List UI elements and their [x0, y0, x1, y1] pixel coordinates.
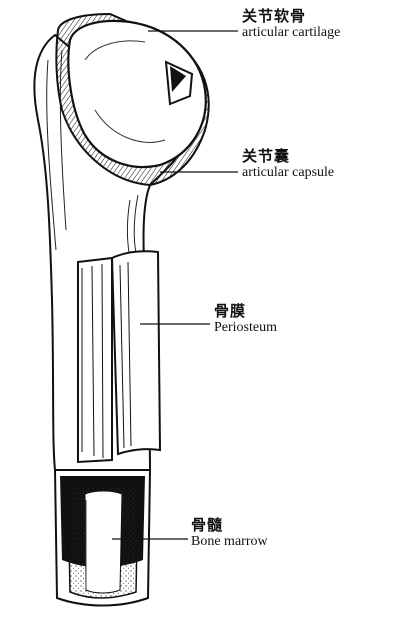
label-articular-capsule: 关节囊 articular capsule — [242, 148, 334, 181]
label-bone-marrow-zh: 骨髓 — [191, 517, 268, 534]
label-periosteum: 骨膜 Periosteum — [214, 303, 277, 336]
label-bone-marrow-en: Bone marrow — [191, 534, 268, 550]
label-articular-capsule-en: articular capsule — [242, 165, 334, 181]
label-articular-cartilage-en: articular cartilage — [242, 25, 340, 41]
label-articular-cartilage: 关节软骨 articular cartilage — [242, 8, 340, 41]
label-bone-marrow: 骨髓 Bone marrow — [191, 517, 268, 550]
label-articular-capsule-zh: 关节囊 — [242, 148, 334, 165]
label-periosteum-zh: 骨膜 — [214, 303, 277, 320]
periosteum-shape — [78, 251, 160, 462]
label-periosteum-en: Periosteum — [214, 320, 277, 336]
bone-marrow-shape — [55, 470, 150, 606]
label-articular-cartilage-zh: 关节软骨 — [242, 8, 340, 25]
